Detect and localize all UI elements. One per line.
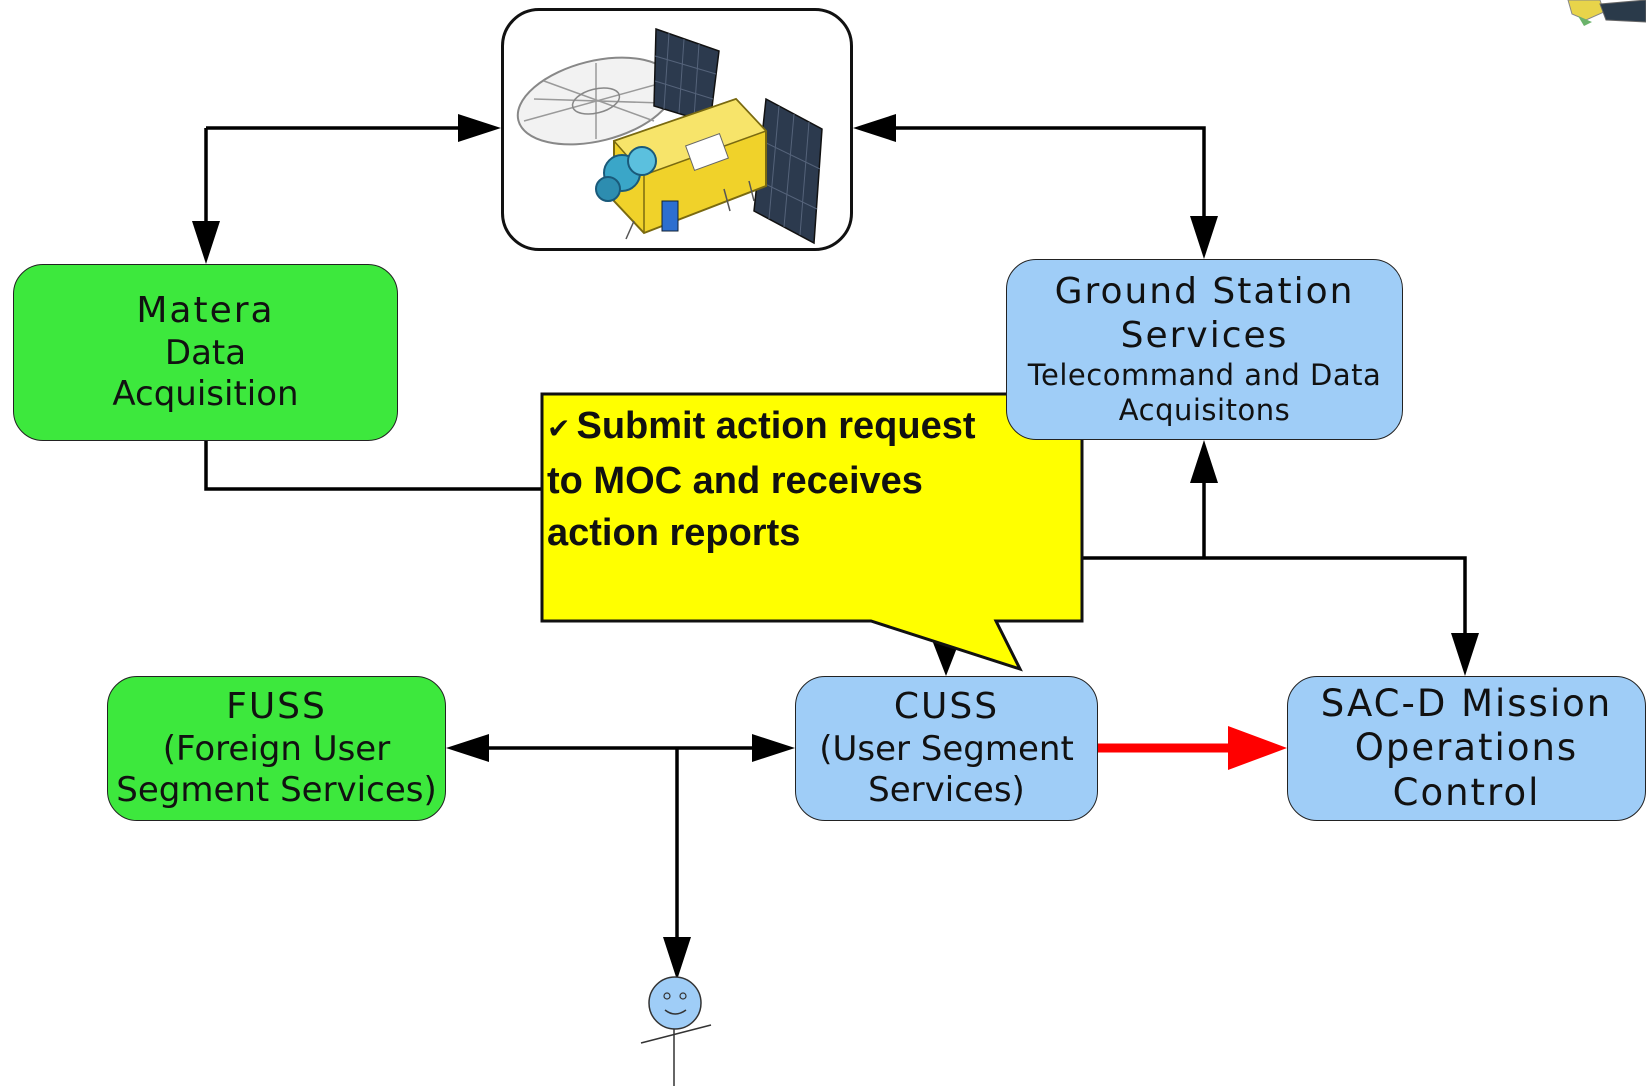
cuss-line1: (User Segment xyxy=(819,728,1074,769)
fuss-line1: (Foreign User xyxy=(162,728,391,769)
corner-satellite-fragment-icon xyxy=(1567,0,1646,26)
arrowhead-to-satellite-right xyxy=(853,114,896,142)
cuss-title: CUSS xyxy=(893,686,1000,728)
fuss-line2: Segment Services) xyxy=(116,770,437,811)
satellite-icon xyxy=(516,27,823,245)
arrowhead-to-matera xyxy=(192,221,220,264)
arrowhead-up-ground-station xyxy=(1190,440,1218,483)
sacd-mission-control-node[interactable]: SAC-D Mission Operations Control xyxy=(1287,676,1646,821)
check-icon: ✔ xyxy=(547,413,571,444)
arrowhead-to-ground-station xyxy=(1190,216,1218,259)
ground-station-line1: Telecommand and Data xyxy=(1027,358,1382,393)
matera-network-link xyxy=(204,441,560,491)
callout-line3: action reports xyxy=(547,512,801,554)
arrowhead-to-sacd xyxy=(1451,633,1479,676)
cuss-line2: Services) xyxy=(868,770,1025,811)
matera-line1: Data xyxy=(164,332,247,373)
satellite-ground-link xyxy=(896,126,1206,222)
callout-line2: to MOC and receives xyxy=(547,460,923,502)
ground-station-node[interactable]: Ground Station Services Telecommand and … xyxy=(1006,259,1403,440)
fuss-title: FUSS xyxy=(226,686,327,728)
ground-station-line2: Acquisitons xyxy=(1118,393,1291,428)
user-stick-figure-icon xyxy=(640,976,712,1086)
cuss-node[interactable]: CUSS (User Segment Services) xyxy=(795,676,1098,821)
ground-station-title-line1: Ground Station xyxy=(1054,271,1355,313)
matera-title: Matera xyxy=(136,290,275,332)
network-bus xyxy=(1070,556,1467,640)
matera-line2: Acquisition xyxy=(112,374,299,415)
arrowhead-to-satellite-left xyxy=(458,114,501,142)
callout-text: ✔Submit action request to MOC and receiv… xyxy=(547,400,1087,559)
arrowhead-to-user xyxy=(663,937,691,980)
arrowhead-to-fuss xyxy=(446,734,489,762)
sacd-line1: SAC-D Mission xyxy=(1320,681,1613,725)
matera-node[interactable]: Matera Data Acquisition xyxy=(13,264,398,441)
arrowhead-to-cuss-left xyxy=(752,734,795,762)
callout-line1: Submit action request xyxy=(576,405,976,447)
sacd-line3: Control xyxy=(1392,770,1541,814)
arrowhead-to-cuss-top xyxy=(932,640,960,676)
red-arrowhead xyxy=(1228,726,1287,770)
fuss-node[interactable]: FUSS (Foreign User Segment Services) xyxy=(107,676,446,821)
ground-station-title-line2: Services xyxy=(1120,315,1289,357)
sacd-line2: Operations xyxy=(1354,726,1579,770)
satellite-node xyxy=(501,8,853,251)
